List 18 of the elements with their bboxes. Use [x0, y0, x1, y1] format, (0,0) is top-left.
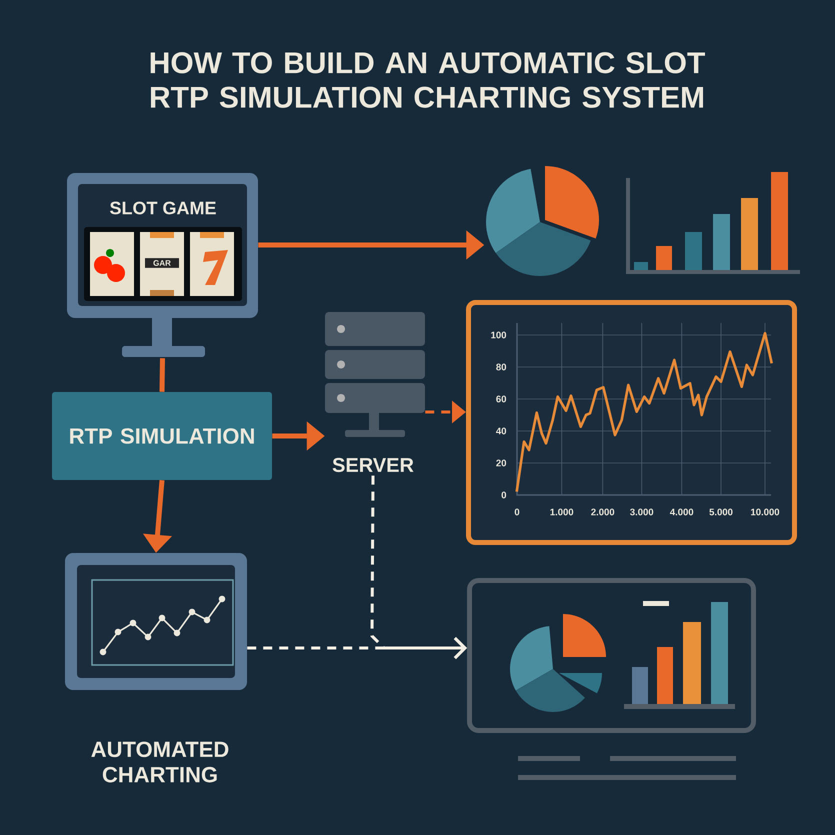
arrow [247, 636, 467, 660]
axis-tick-label: 80 [496, 364, 506, 370]
axis-tick-label: 1.000 [550, 508, 574, 516]
axis-tick-label: 4.000 [670, 508, 694, 516]
axis-tick-label: 10.000 [751, 508, 780, 516]
process-box: RTP SIMULATION [52, 392, 272, 480]
axis-tick-label: 0 [514, 508, 520, 516]
title: HOW TO BUILD AN AUTOMATIC SLOT RTP SIMULATION CHARTING SYSTEM [150, 52, 705, 108]
monitor-caption: AUTOMATED CHARTING [91, 742, 228, 782]
axis-tick-label: 0 [502, 492, 506, 498]
axis-tick-label: 100 [491, 332, 506, 338]
axis-tick-label: 2.000 [591, 508, 614, 516]
axis-tick-label: 60 [496, 396, 506, 402]
server-label: SERVER [332, 458, 414, 472]
axis-tick-label: 5.000 [709, 508, 732, 516]
axis-tick-label: 3.000 [630, 508, 654, 516]
axis-tick-label: 40 [496, 428, 506, 434]
axis-tick-label: 20 [496, 460, 506, 466]
